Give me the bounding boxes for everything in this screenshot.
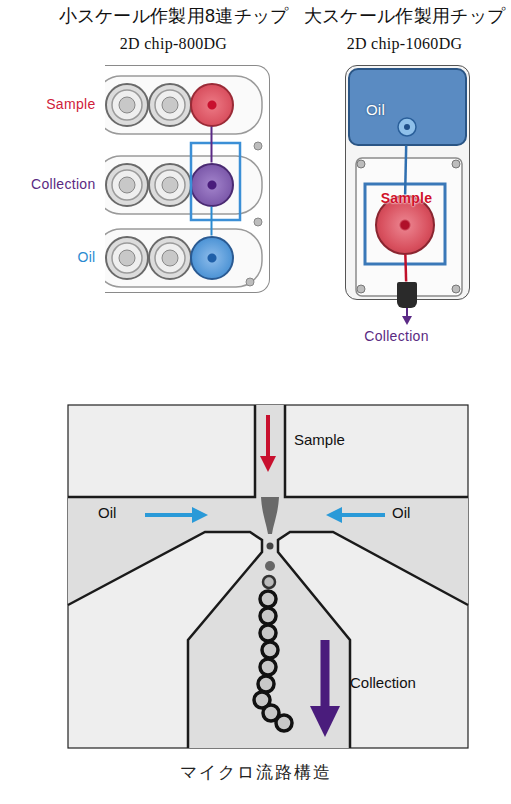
outlet-tube: Collection bbox=[397, 282, 417, 308]
heading-text: 小スケール作製用8連チップ bbox=[44, 6, 304, 28]
flow-line bbox=[404, 254, 407, 281]
flow-label: Oil bbox=[98, 504, 116, 522]
port-circle bbox=[398, 118, 416, 136]
model-name: 2D chip-800DG bbox=[44, 34, 304, 53]
flow-label: Sample bbox=[294, 431, 345, 449]
outlet-arrow bbox=[406, 308, 408, 318]
heading-text: 大スケール作製用チップ bbox=[300, 6, 510, 28]
highlight-frame bbox=[365, 184, 445, 264]
outlet-arrowhead bbox=[402, 316, 412, 325]
sample-well: Sample bbox=[375, 195, 435, 255]
figure-caption: マイクロ流路構造 bbox=[0, 763, 511, 783]
port-label: Sample bbox=[19, 96, 96, 113]
flow-line bbox=[211, 207, 213, 236]
chip-outline: 大スケール作製用チップ2D chip-1060DGOilSampleCollec… bbox=[345, 65, 470, 300]
flow-line bbox=[405, 146, 406, 195]
oil-reservoir: Oil bbox=[348, 68, 467, 146]
flow-label: Collection bbox=[350, 674, 416, 692]
port-label: Oil bbox=[356, 101, 396, 119]
highlight-frame bbox=[191, 143, 240, 220]
eight-well-chip bbox=[105, 76, 262, 287]
chip-outline: 小スケール作製用8連チップ2D chip-800DGSampleCollecti… bbox=[105, 65, 270, 293]
port-dot bbox=[404, 124, 410, 130]
microchannel-image bbox=[68, 405, 468, 748]
oil-well: Oil bbox=[190, 236, 234, 280]
port-label: Oil bbox=[39, 249, 96, 266]
model-name: 2D chip-1060DG bbox=[300, 34, 510, 53]
flow-label: Oil bbox=[392, 504, 410, 522]
port-label: Collection bbox=[352, 328, 442, 345]
sample-well: Sample bbox=[190, 83, 234, 127]
port-label: Collection bbox=[0, 176, 96, 193]
single-chip bbox=[345, 65, 470, 300]
flow-line bbox=[211, 127, 213, 163]
collection-well: Collection bbox=[190, 163, 234, 207]
port-label: Sample bbox=[367, 190, 447, 207]
